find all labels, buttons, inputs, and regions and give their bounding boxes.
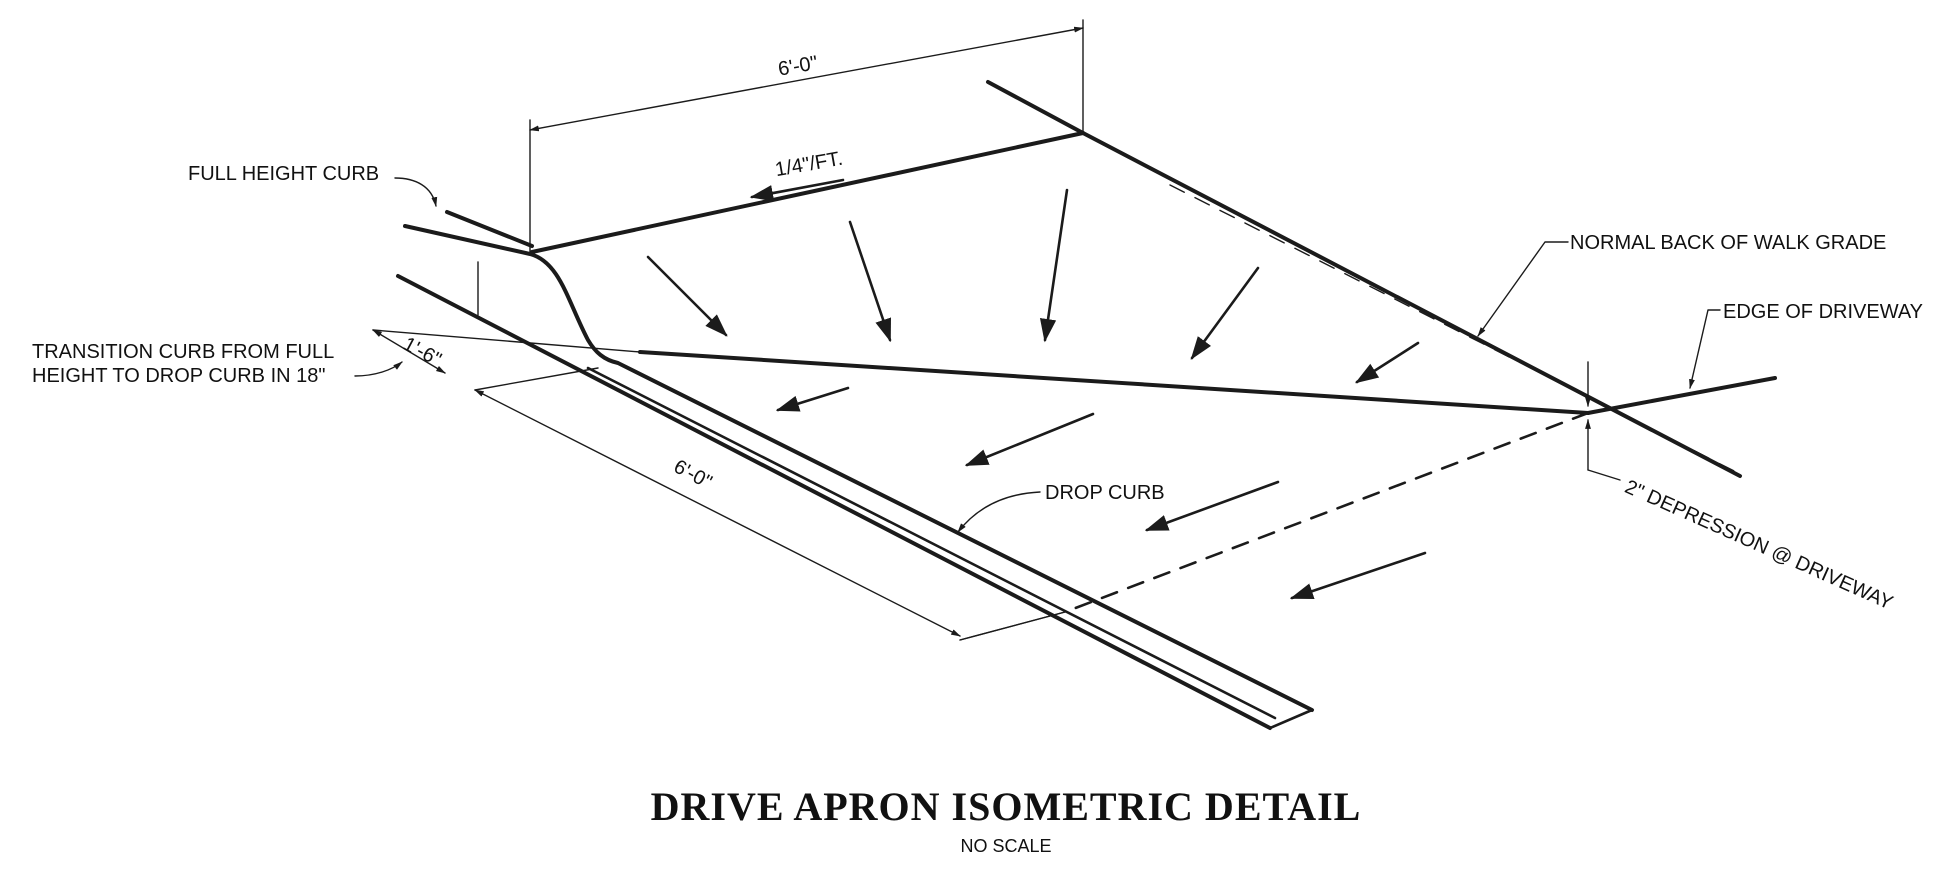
- depression-leader: [1587, 469, 1621, 481]
- dim-bottom-line: [474, 389, 961, 637]
- apron-outline: [530, 80, 1777, 641]
- label-depression: 2" DEPRESSION @ DRIVEWAY: [1622, 476, 1897, 614]
- drain-arrow: [775, 386, 850, 412]
- apron-lip-line: [638, 350, 1590, 415]
- leader-edge-of-driveway: [1689, 309, 1721, 389]
- dim-transition-line: [372, 329, 446, 374]
- label-transition-line2: HEIGHT TO DROP CURB IN 18": [32, 365, 325, 387]
- leader-full-height-curb: [394, 177, 438, 207]
- dim-top-line: [529, 26, 1084, 132]
- dim-witness-bottom: [959, 611, 1066, 641]
- leader-drop-curb: [957, 491, 1041, 533]
- normal-back-of-walk-dashed: [1169, 184, 1741, 475]
- curb-end-cap: [1268, 708, 1314, 730]
- drain-arrow: [1190, 266, 1260, 360]
- dim-bottom-witness: [474, 367, 599, 391]
- label-normal-back-of-walk: NORMAL BACK OF WALK GRADE: [1570, 232, 1886, 254]
- edge-of-driveway-line: [1586, 376, 1777, 415]
- drawing-subtitle: NO SCALE: [960, 836, 1051, 856]
- label-full-height-curb: FULL HEIGHT CURB: [188, 163, 379, 185]
- label-dim-top: 6'-0": [776, 52, 819, 81]
- apron-back-edge: [530, 131, 1085, 254]
- curb-top-back-line: [445, 210, 534, 248]
- curb-face-full-height: [403, 224, 1314, 712]
- gutter-line-inner: [586, 366, 1277, 720]
- drain-arrow: [848, 220, 892, 343]
- label-drop-curb: DROP CURB: [1045, 482, 1165, 504]
- leader-normal-back-of-walk: [1477, 241, 1569, 337]
- leader-transition: [354, 361, 403, 377]
- drawing-title: DRIVE APRON ISOMETRIC DETAIL: [651, 784, 1362, 829]
- label-edge-of-driveway: EDGE OF DRIVEWAY: [1723, 301, 1923, 323]
- curb-geometry: [396, 210, 1314, 730]
- drain-arrow: [1039, 188, 1069, 343]
- drain-arrow: [964, 412, 1095, 467]
- label-slope: 1/4"/FT.: [773, 148, 844, 182]
- dimensions: [372, 19, 1621, 637]
- drain-arrow: [646, 255, 728, 337]
- dim-transition-witness: [372, 329, 641, 353]
- slope-arrow: [749, 178, 845, 202]
- label-dim-transition: 1'-6": [399, 333, 444, 371]
- drain-arrow: [1355, 341, 1420, 384]
- drain-arrow: [1289, 551, 1427, 600]
- label-dim-bottom: 6'-0": [670, 456, 715, 494]
- label-transition-line1: TRANSITION CURB FROM FULL: [32, 341, 334, 363]
- leaders: [354, 177, 1721, 533]
- sidewalk-dashed-line: [1063, 411, 1590, 614]
- drain-arrow: [1144, 480, 1280, 532]
- drainage-arrows: [646, 178, 1427, 600]
